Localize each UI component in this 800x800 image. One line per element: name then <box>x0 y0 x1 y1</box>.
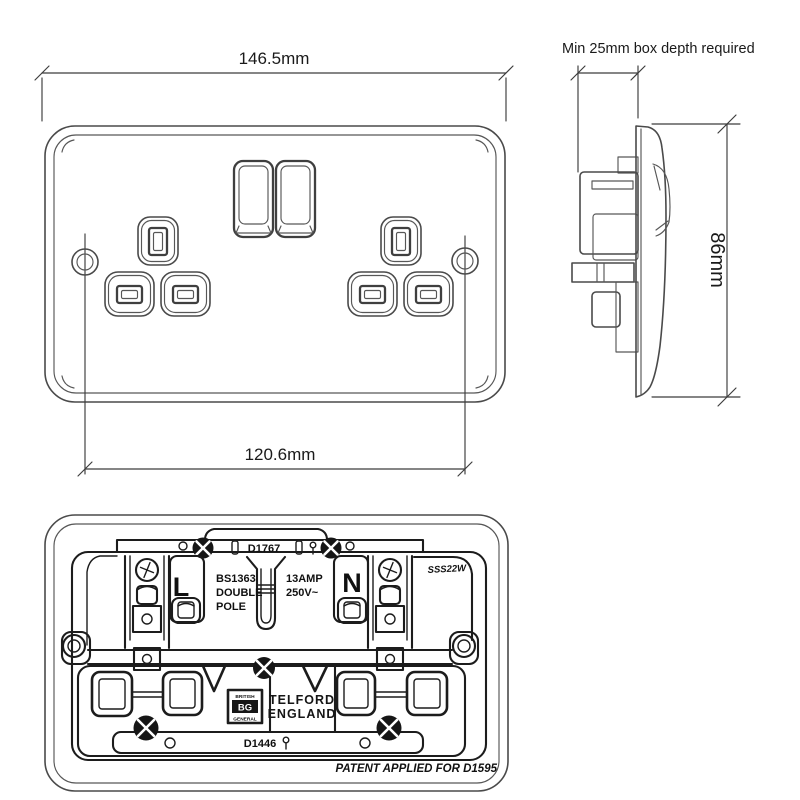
code-side-label: SSS22W <box>427 563 467 576</box>
rear-print-standard: BS1363 DOUBLE POLE <box>216 573 262 613</box>
box-depth-note: Min 25mm box depth required <box>562 41 755 57</box>
screw-hole-left <box>71 248 99 276</box>
logo-line-3: GENERAL <box>233 717 257 723</box>
origin-line-1: TELFORD <box>269 693 335 707</box>
socket-right <box>347 216 454 317</box>
fixing-centres-label: 120.6mm <box>245 445 316 464</box>
faceplate-profile <box>635 125 671 398</box>
rating-line-1: 13AMP <box>286 573 323 585</box>
origin-text: TELFORD ENGLAND <box>268 693 337 721</box>
dimension-box-depth <box>570 65 646 173</box>
overall-width-label: 146.5mm <box>239 49 310 68</box>
height-label: 86mm <box>706 232 728 288</box>
cert-mark-bottom <box>282 736 290 750</box>
patent-note: PATENT APPLIED FOR D1595 <box>336 763 498 775</box>
cert-mark-top <box>309 541 317 555</box>
standard-line-3: POLE <box>216 601 246 613</box>
rear-view: D1767 <box>44 514 509 792</box>
logo-line-2: BG <box>238 703 252 714</box>
centre-channel <box>245 555 287 631</box>
dimension-overall-width: 146.5mm <box>34 49 514 122</box>
dimension-fixing-centres: 120.6mm <box>77 233 473 477</box>
standard-line-1: BS1363 <box>216 573 256 585</box>
rear-print-rating: 13AMP 250V~ <box>286 573 323 599</box>
front-view: 146.5mm <box>34 49 514 477</box>
rear-plate-outline <box>44 514 509 792</box>
maker-logo: BRITISH BG GENERAL <box>226 688 264 725</box>
dimension-height: 86mm <box>651 114 741 407</box>
logo-line-1: BRITISH <box>235 694 255 700</box>
socket-left <box>104 216 211 317</box>
terminal-neutral-label: N <box>342 568 362 598</box>
rocker-switch-front <box>232 159 317 239</box>
rear-screws-bottom <box>133 715 402 741</box>
bottom-cover <box>76 657 467 758</box>
standard-line-2: DOUBLE <box>216 587 262 599</box>
origin-line-2: ENGLAND <box>268 707 337 721</box>
code-top-label: D1767 <box>248 543 280 555</box>
cable-clamps <box>90 670 449 718</box>
rating-line-2: 250V~ <box>286 587 319 599</box>
side-view: Min 25mm box depth required <box>562 41 755 407</box>
terminal-neutral: N <box>332 554 414 650</box>
terminal-live-label: L <box>173 572 190 602</box>
rear-top-fittings: D1767 <box>178 537 355 559</box>
code-bottom-label: D1446 <box>244 738 276 750</box>
bottom-strip: D1446 <box>111 730 425 755</box>
screw-hole-right <box>451 247 479 275</box>
faceplate-front <box>44 125 506 403</box>
back-box-profile <box>571 156 639 353</box>
terminal-live: L <box>123 554 206 650</box>
rear-module-body <box>70 527 488 762</box>
